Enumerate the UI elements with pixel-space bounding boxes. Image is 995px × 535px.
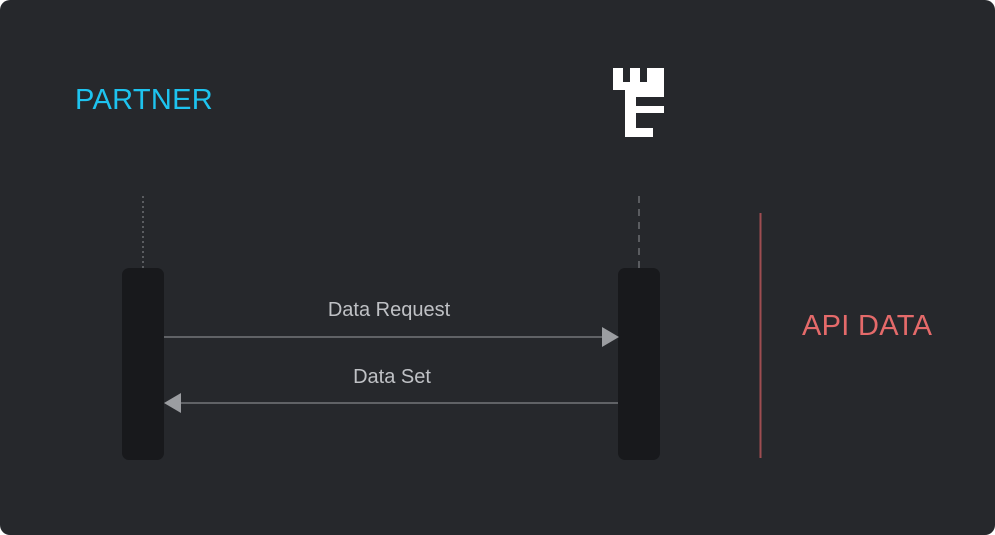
data-set-arrow — [164, 393, 618, 413]
data-request-label: Data Request — [327, 299, 451, 321]
api-data-label: API DATA — [802, 310, 933, 342]
data-set-label: Data Set — [353, 366, 431, 388]
partner-activation-bar — [122, 268, 164, 460]
service-activation-bar — [618, 268, 660, 460]
partner-participant-label: PARTNER — [75, 84, 213, 116]
data-request-arrow — [164, 327, 619, 347]
tower-logo-icon — [613, 68, 664, 137]
